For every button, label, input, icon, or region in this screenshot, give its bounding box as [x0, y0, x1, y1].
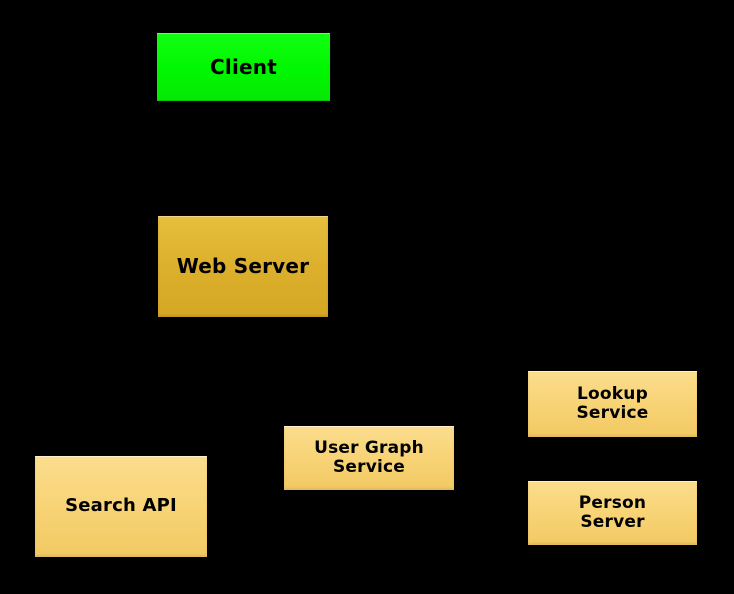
node-person-server[interactable]: Person Server [528, 481, 697, 545]
node-client-label: Client [210, 54, 277, 79]
node-web-server-label: Web Server [176, 254, 310, 279]
node-user-graph-service-label: User Graph Service [314, 437, 424, 477]
node-lookup-service-label: Lookup Service [576, 383, 649, 423]
node-person-server-label: Person Server [578, 492, 647, 532]
node-lookup-service[interactable]: Lookup Service [528, 371, 697, 437]
node-search-api-label: Search API [65, 495, 177, 517]
node-search-api[interactable]: Search API [35, 456, 207, 557]
node-user-graph-service[interactable]: User Graph Service [284, 426, 454, 490]
node-client[interactable]: Client [157, 33, 330, 101]
node-web-server[interactable]: Web Server [158, 216, 328, 317]
